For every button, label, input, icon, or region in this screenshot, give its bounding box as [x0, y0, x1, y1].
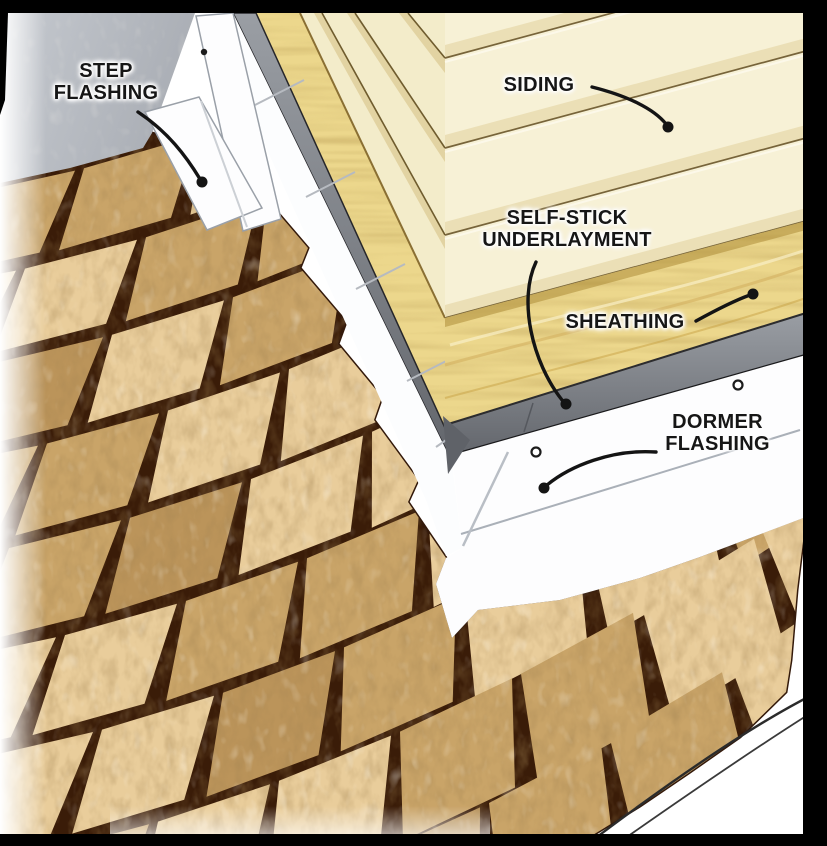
sheathing-grain-streak	[444, 264, 807, 367]
underlayment-seam	[523, 402, 534, 433]
side-board-shadow	[347, 13, 445, 162]
sheathing-grain-streak	[444, 297, 807, 399]
step-flashing-wall-band	[205, 13, 462, 556]
frame-left-wedge	[0, 13, 8, 115]
frame-right-bar	[803, 13, 827, 834]
label-self-stick-line1: SELF-STICK	[506, 207, 628, 229]
sheathing-pointer-line	[694, 293, 752, 323]
label-siding: SIDING	[483, 74, 595, 96]
step-flashing-roof-leg	[143, 96, 264, 231]
label-siding-text: SIDING	[503, 74, 575, 96]
label-step-flashing-line2: FLASHING	[53, 82, 159, 104]
underlayment-top-line	[444, 312, 807, 426]
frame-bottom-bar	[0, 834, 827, 846]
front-sheathing-top-shadow	[445, 221, 806, 327]
siding-pointer-dot	[662, 121, 674, 133]
label-step-flashing: STEP FLASHING	[16, 60, 196, 104]
side-sheathing-top-line	[299, 12, 446, 319]
step-flashing-seams	[254, 79, 469, 448]
label-dormer-line1: DORMER	[672, 411, 763, 433]
dormer-flashing-pointer-line	[545, 449, 658, 487]
callout-pointer-dots	[196, 121, 759, 494]
sheathing-pointer-dot	[747, 288, 759, 300]
front-board-highlights	[444, 0, 807, 240]
side-board-shadow	[399, 13, 445, 73]
dormer-flashing-pointer-dot	[538, 482, 550, 494]
drip-edge-line-outer	[584, 691, 817, 846]
front-board-shadow	[445, 38, 806, 148]
label-dormer-line2: FLASHING	[665, 433, 770, 455]
drip-edge	[584, 691, 823, 846]
label-step-flashing-line1: STEP	[79, 60, 133, 82]
label-sheathing: SHEATHING	[549, 311, 701, 333]
side-board-lines	[321, 12, 446, 236]
front-underlayment-band	[445, 313, 806, 455]
underlayment-pointer-dot	[560, 398, 572, 410]
dormer-flashing-bottom-edge	[460, 429, 801, 535]
step-flashing-pointer-dot	[196, 176, 208, 188]
front-board-shadow	[445, 125, 806, 235]
left-edge-fade	[0, 13, 46, 846]
label-self-stick-line2: UNDERLAYMENT	[482, 229, 652, 251]
dormer-front-wall	[436, 0, 807, 638]
step-flashing-pointer-line	[136, 110, 202, 181]
siding-pointer-line	[590, 85, 668, 126]
step-flashing-nail-dot	[200, 48, 208, 56]
underlayment-corner-wrap	[443, 416, 470, 474]
callout-pointers	[136, 85, 752, 487]
label-self-stick-underlayment: SELF-STICK UNDERLAYMENT	[458, 207, 676, 251]
bottom-edge-fade	[110, 806, 490, 834]
step-flashing-fold-line	[200, 100, 248, 228]
frame-top-bar	[0, 0, 827, 13]
label-sheathing-text: SHEATHING	[565, 311, 685, 333]
step-flashing-pieces	[143, 12, 469, 556]
drip-edge-line-inner	[613, 705, 823, 846]
front-board-shadow	[445, 208, 806, 318]
flashing-nail-hole	[530, 446, 542, 458]
sheathing-grain-streak	[449, 248, 807, 347]
underlayment-pointer-line	[526, 260, 564, 402]
dormer-flashing-apron	[436, 355, 806, 638]
side-board-shadow	[314, 13, 445, 249]
flashing-nail-hole	[732, 379, 744, 391]
dormer-flashing-corner-fold	[461, 451, 510, 547]
label-dormer-flashing: DORMER FLASHING	[640, 411, 795, 455]
